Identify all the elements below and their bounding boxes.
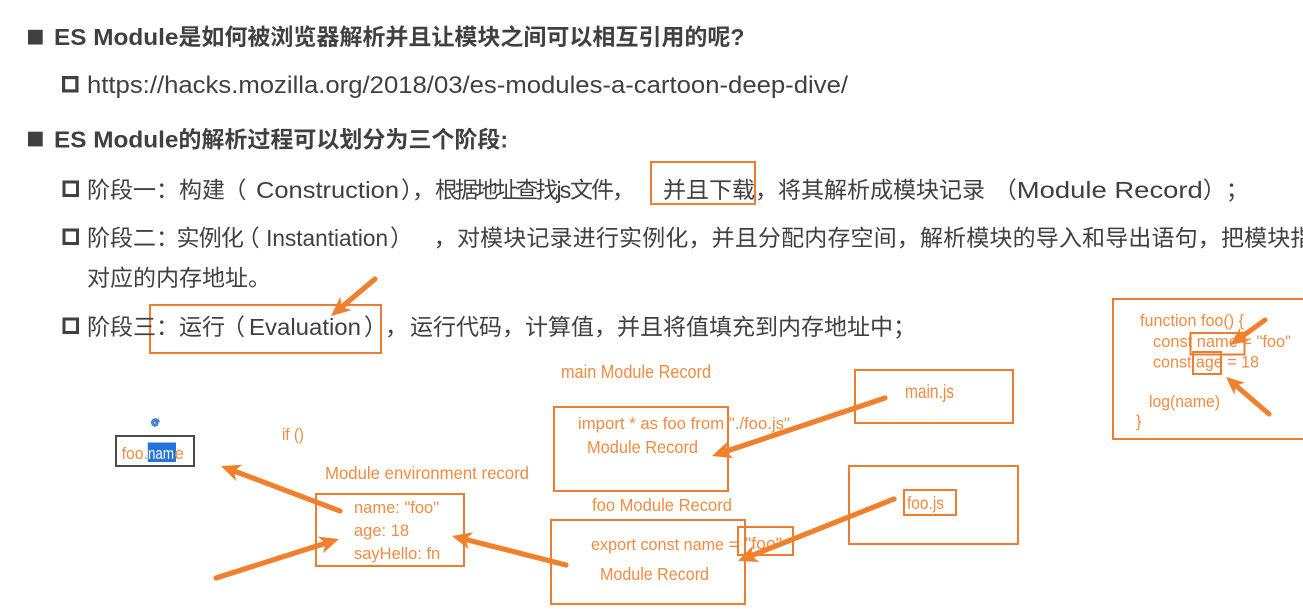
svg-text:}: }: [1136, 413, 1142, 431]
svg-text:?: ?: [730, 24, 744, 50]
svg-text::: :: [500, 127, 508, 153]
svg-text:foo.js: foo.js: [907, 493, 944, 513]
svg-text:nam: nam: [148, 444, 174, 463]
svg-text:sayHello: fn: sayHello: fn: [354, 545, 440, 563]
svg-text:js: js: [556, 177, 571, 203]
svg-text:log(name): log(name): [1149, 393, 1220, 411]
svg-text:age: 18: age: 18: [354, 522, 409, 540]
svg-text:Evaluation: Evaluation: [249, 314, 361, 340]
svg-text:Module Record: Module Record: [1017, 177, 1203, 203]
svg-text:Module Record: Module Record: [587, 437, 698, 457]
svg-text:const name = "foo": const name = "foo": [1153, 333, 1291, 351]
svg-text:import * as foo from "./foo.js: import * as foo from "./foo.js": [578, 414, 790, 433]
svg-text:Instantiation: Instantiation: [266, 225, 388, 251]
svg-text:const age = 18: const age = 18: [1153, 354, 1259, 372]
svg-text:ES Module: ES Module: [54, 24, 178, 50]
svg-text:Module environment record: Module environment record: [325, 463, 529, 483]
svg-text:Module Record: Module Record: [600, 564, 709, 584]
svg-text:if (): if (): [282, 425, 304, 444]
svg-text:function foo() {: function foo() {: [1140, 312, 1244, 330]
svg-text:export const name =: export const name =: [591, 536, 738, 554]
svg-text:main Module Record: main Module Record: [561, 362, 711, 382]
svg-text:e: e: [175, 444, 184, 463]
svg-text:ES Module: ES Module: [54, 127, 178, 153]
svg-text:foo.: foo.: [122, 444, 148, 463]
svg-text:name: "foo": name: "foo": [354, 499, 439, 517]
svg-text:foo Module Record: foo Module Record: [592, 495, 732, 515]
svg-text:main.js: main.js: [905, 382, 954, 403]
svg-text:Construction: Construction: [256, 177, 399, 203]
svg-text:https://hacks.mozilla.org/2018: https://hacks.mozilla.org/2018/03/es-mod…: [87, 72, 848, 99]
